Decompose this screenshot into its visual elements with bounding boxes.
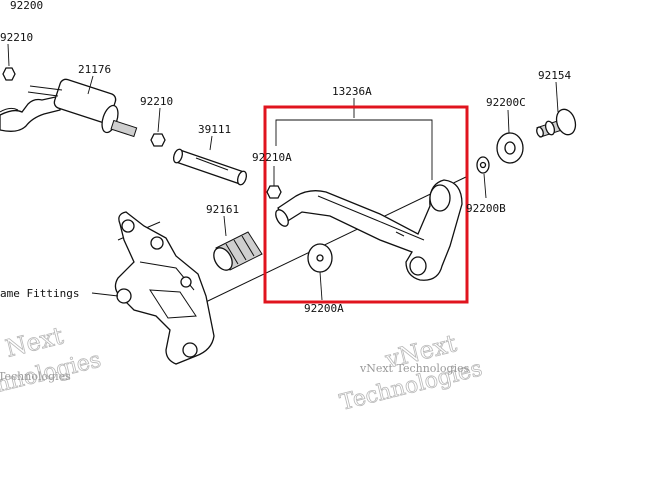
watermark-left: Next hnologies Technologies	[0, 321, 104, 398]
label-92200C: 92200C	[486, 96, 526, 109]
label-13236A: 13236A	[332, 85, 372, 98]
label-frame-fittings: ame Fittings	[0, 287, 79, 300]
washer-92200C-hole	[504, 141, 516, 155]
watermark-left-next: Next	[3, 321, 67, 362]
label-92154: 92154	[538, 69, 571, 82]
washer-92200A-hole	[316, 254, 324, 262]
part-21176-rod	[0, 78, 138, 138]
highlight-box-13236A	[263, 105, 469, 304]
washer-92200B-hole	[479, 161, 487, 169]
nut-92210-top	[2, 67, 16, 81]
part-39111-rod	[172, 148, 248, 186]
part-92161-rubber	[213, 231, 263, 271]
label-21176: 21176	[78, 63, 111, 76]
nut-92210A	[266, 185, 282, 199]
watermark-right: vNext Technologies vNext Technologies	[337, 329, 485, 416]
label-92200: 92200	[10, 0, 43, 12]
bolt-92154	[536, 108, 577, 138]
watermark-right-small: vNext Technologies	[359, 362, 470, 375]
leader-lines	[7, 43, 559, 301]
watermark-left-small: Technologies	[0, 370, 71, 383]
label-92210A: 92210A	[252, 151, 292, 164]
label-39111: 39111	[198, 123, 231, 136]
label-92161: 92161	[206, 203, 239, 216]
label-92210-top: 92210	[0, 31, 33, 44]
nut-92210-mid	[150, 133, 166, 147]
part-labels: 92200 92210 21176 92210 39111 13236A 922…	[0, 0, 571, 315]
part-13236A-pedal	[275, 179, 463, 281]
frame-bracket	[114, 211, 215, 365]
label-92210-mid: 92210	[140, 95, 173, 108]
label-92200A: 92200A	[304, 302, 344, 315]
label-92200B: 92200B	[466, 202, 506, 215]
assembly-axis-line	[184, 175, 469, 313]
